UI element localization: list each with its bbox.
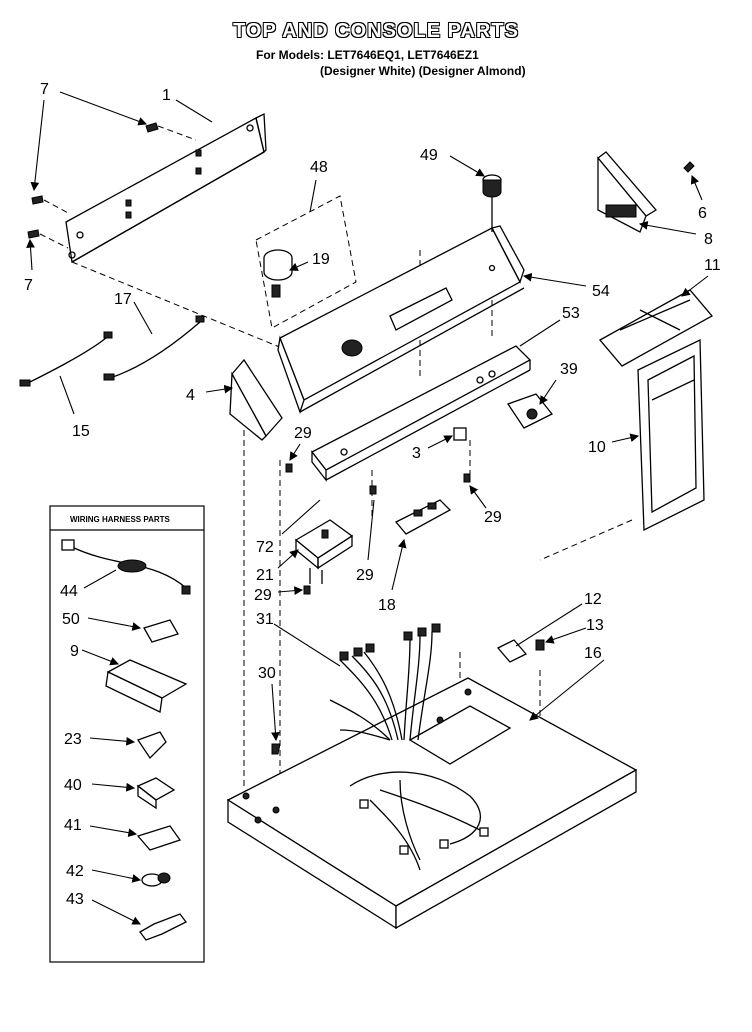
callout-11: 11 <box>704 257 721 274</box>
leader-lines <box>26 91 709 925</box>
callout-43: 43 <box>66 891 84 908</box>
callout-72: 72 <box>256 539 274 556</box>
part-49-knob <box>482 174 502 232</box>
callout-15: 15 <box>72 423 90 440</box>
part-15-17-wires <box>19 315 205 387</box>
callout-31: 31 <box>256 611 274 628</box>
page-title: TOP AND CONSOLE PARTS <box>233 20 519 42</box>
callout-8: 8 <box>704 231 713 248</box>
part-11-cap <box>598 289 714 367</box>
part-12-bracket <box>496 639 528 663</box>
callout-29: 29 <box>294 425 312 442</box>
callout-16: 16 <box>584 645 602 662</box>
callout-18: 18 <box>378 597 396 614</box>
part-54-console-panel <box>277 225 525 414</box>
callout-4: 4 <box>186 387 195 404</box>
part-7-screws <box>27 122 197 249</box>
callout-19: 19 <box>312 251 330 268</box>
callout-49: 49 <box>420 147 438 164</box>
callout-9: 9 <box>70 643 79 660</box>
callout-29: 29 <box>484 509 502 526</box>
callout-48: 48 <box>310 159 328 176</box>
part-48-knob-set <box>255 195 357 329</box>
wiring-box-title: WIRING HARNESS PARTS <box>70 515 171 524</box>
models-subtitle: For Models: LET7646EQ1, LET7646EZ1 <box>256 48 479 62</box>
part-29-screws <box>285 463 471 595</box>
part-31-wiring-harness <box>329 623 489 871</box>
part-53-console-bracket <box>311 345 532 482</box>
callout-21: 21 <box>256 567 274 584</box>
callout-39: 39 <box>560 361 578 378</box>
callout-29: 29 <box>254 587 272 604</box>
part-18-switch <box>394 499 452 535</box>
callout-42: 42 <box>66 863 84 880</box>
wiring-harness-parts-box: WIRING HARNESS PARTS <box>49 505 205 963</box>
part-13-screw <box>535 639 545 651</box>
callout-50: 50 <box>62 611 80 628</box>
callout-30: 30 <box>258 665 276 682</box>
callout-54: 54 <box>592 283 610 300</box>
callout-29: 29 <box>356 567 374 584</box>
part-16-top <box>226 677 638 930</box>
callout-6: 6 <box>698 205 707 222</box>
part-8-end-cap <box>597 151 695 233</box>
callout-13: 13 <box>586 617 604 634</box>
part-30-clip <box>271 743 281 755</box>
callout-1: 1 <box>162 87 171 104</box>
callout-17: 17 <box>114 291 132 308</box>
callout-40: 40 <box>64 777 82 794</box>
colors-subtitle: (Designer White) (Designer Almond) <box>320 64 526 78</box>
part-10-end-cap <box>637 338 705 532</box>
callout-7: 7 <box>24 277 33 294</box>
part-3-clip <box>453 427 467 441</box>
callout-12: 12 <box>584 591 602 608</box>
part-39-switch <box>506 393 554 429</box>
callout-7: 7 <box>40 81 49 98</box>
callout-23: 23 <box>64 731 82 748</box>
part-21-timer <box>294 519 354 584</box>
callout-53: 53 <box>562 305 580 322</box>
callout-44: 44 <box>60 583 78 600</box>
callout-41: 41 <box>64 817 82 834</box>
callout-10: 10 <box>588 439 606 456</box>
callout-3: 3 <box>412 445 421 462</box>
part-1-rear-bracket <box>65 112 267 264</box>
callout-labels: 1 7 7 48 49 6 8 19 17 54 11 53 15 4 39 2… <box>24 81 721 908</box>
part-4-end-cap <box>229 358 283 441</box>
